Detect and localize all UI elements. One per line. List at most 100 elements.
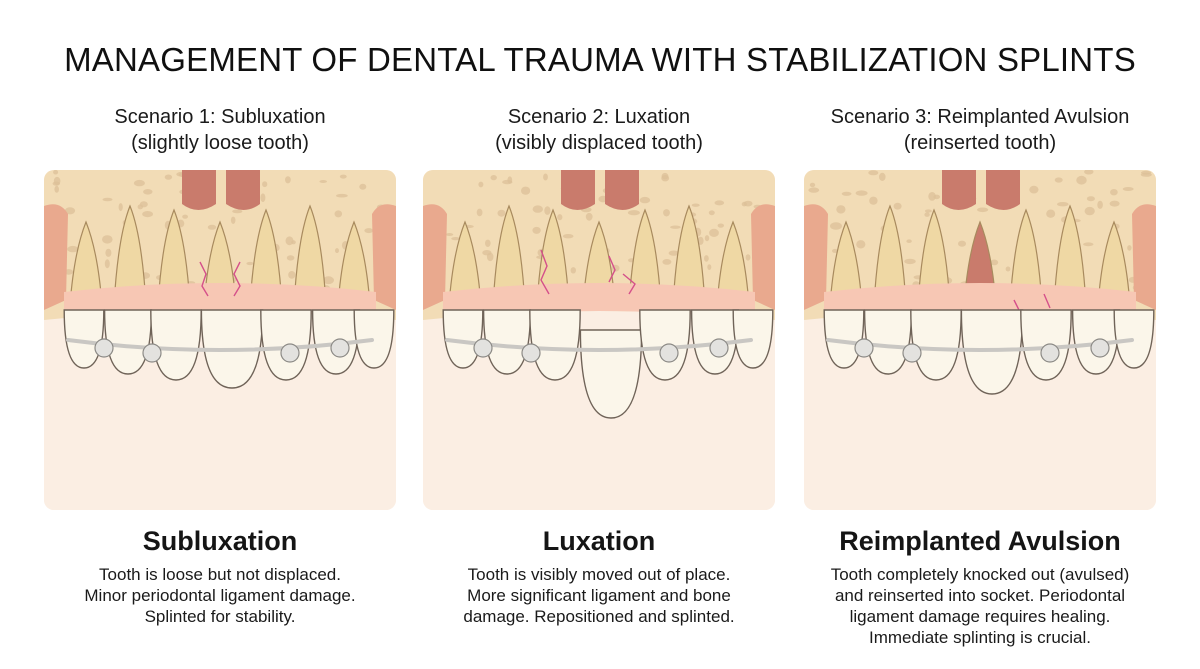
bone-pore [1122,187,1134,191]
bone-pore [1029,185,1039,194]
tooth-crowns [442,309,774,419]
nasal-cavity-left [182,170,216,210]
nasal-cavity-right [605,170,639,210]
bone-pore [490,175,497,181]
bone-pore [285,176,291,184]
splint-bond-point [709,338,729,358]
crack-line [1043,293,1051,309]
bone-pore [562,234,574,239]
bone-pore [207,224,217,230]
scenario-subtitle: (reinserted tooth) [903,132,1057,154]
nasal-cavity-right [986,170,1020,210]
tooth-root [1009,208,1043,306]
gum-left [423,204,447,310]
nasal-cavity-left [561,170,595,210]
bone-pore [1054,177,1063,183]
description-line: Immediate splinting is crucial. [868,628,1092,647]
gum-left [44,204,68,310]
scenario-label: Scenario 3: Reimplanted Avulsion (reinse… [784,104,1176,156]
bone-pore [139,201,148,208]
scenario-title: Scenario 2: Luxation [507,106,691,128]
bone-pore [670,225,681,229]
bone-pore [1097,200,1103,209]
bone-pore [230,216,236,224]
bone-pore [64,207,76,215]
description-line: and reinserted into socket. Periodontal [834,586,1126,605]
tooth-root [672,204,706,306]
bone-pore [557,214,563,221]
bone-pore [704,235,710,242]
description-line: Tooth completely knocked out (avulsed) [830,565,1130,584]
splint-bond-point [94,338,114,358]
description-line: Splinted for stability. [144,607,296,626]
bone-pore [142,211,153,218]
bone-pore [1110,189,1118,196]
bone-pore [54,185,59,193]
ligament-damage-marks [540,249,636,295]
scenario-subtitle: (visibly displaced tooth) [495,132,703,154]
scenario-heading: Luxation [542,526,656,556]
dental-arch-svg [423,170,775,510]
splint-bond-point [142,343,162,363]
bone-pore [717,223,724,228]
scenario-heading: Reimplanted Avulsion [839,526,1121,556]
bone-pore [1141,170,1152,175]
bone-pore [661,172,669,180]
bone-pore [663,209,670,217]
bone-pore [662,259,672,265]
tooth-crowns [823,309,1155,395]
bone-pore [286,255,295,261]
bone-pore [1127,245,1132,251]
bone-pore [958,240,966,247]
bone-pore [323,276,334,285]
description-line: ligament damage requires healing. [849,607,1111,626]
gum-right [1132,204,1156,310]
bone-pore [841,191,852,196]
bone-pore [364,228,374,234]
bone-pore [478,181,484,188]
bone-pore [497,209,506,217]
bone-pore [904,258,916,265]
description-line: Minor periodontal ligament damage. [84,586,356,605]
bone-pore [335,248,339,254]
crack-line [540,249,550,295]
bone-pore [102,235,113,244]
bone-pore [836,205,846,214]
bone-pore [869,196,878,205]
tooth-root [716,220,750,306]
tooth-crown [960,309,1024,395]
splint-bond-point [330,338,350,358]
bone-pore [507,176,513,184]
nasal-cavity-left [942,170,976,210]
bone-pore [1076,175,1087,185]
splint-bond-point [473,338,493,358]
bone-pore [741,201,747,207]
bone-pore [53,170,59,175]
bone-pore [521,186,531,195]
scenario-panel-2: Scenario 2: Luxation (visibly displaced … [423,0,775,669]
description-line: damage. Repositioned and splinted. [463,607,735,626]
dental-arch-svg [804,170,1156,510]
bone-pore [1084,206,1095,216]
bone-pore [104,259,110,269]
tooth-root [628,208,662,306]
bone-pore [262,181,268,188]
splint-bond-point [659,343,679,363]
bone-pore [246,261,254,266]
splint-bond-point [280,343,300,363]
scenario-description: Tooth completely knocked out (avulsed) a… [774,564,1186,648]
tooth-root [829,220,863,306]
bone-pore [639,196,651,204]
bone-pore [809,182,816,188]
bone-pore [585,212,593,221]
bone-pore [334,210,343,218]
bone-pore [856,240,866,249]
bone-pore [928,192,936,201]
bone-pore [319,180,328,183]
bone-pore [451,237,460,241]
bone-pore [708,210,715,216]
bone-pore [668,250,679,256]
bone-pore [544,206,551,215]
bone-pore [1084,170,1094,175]
